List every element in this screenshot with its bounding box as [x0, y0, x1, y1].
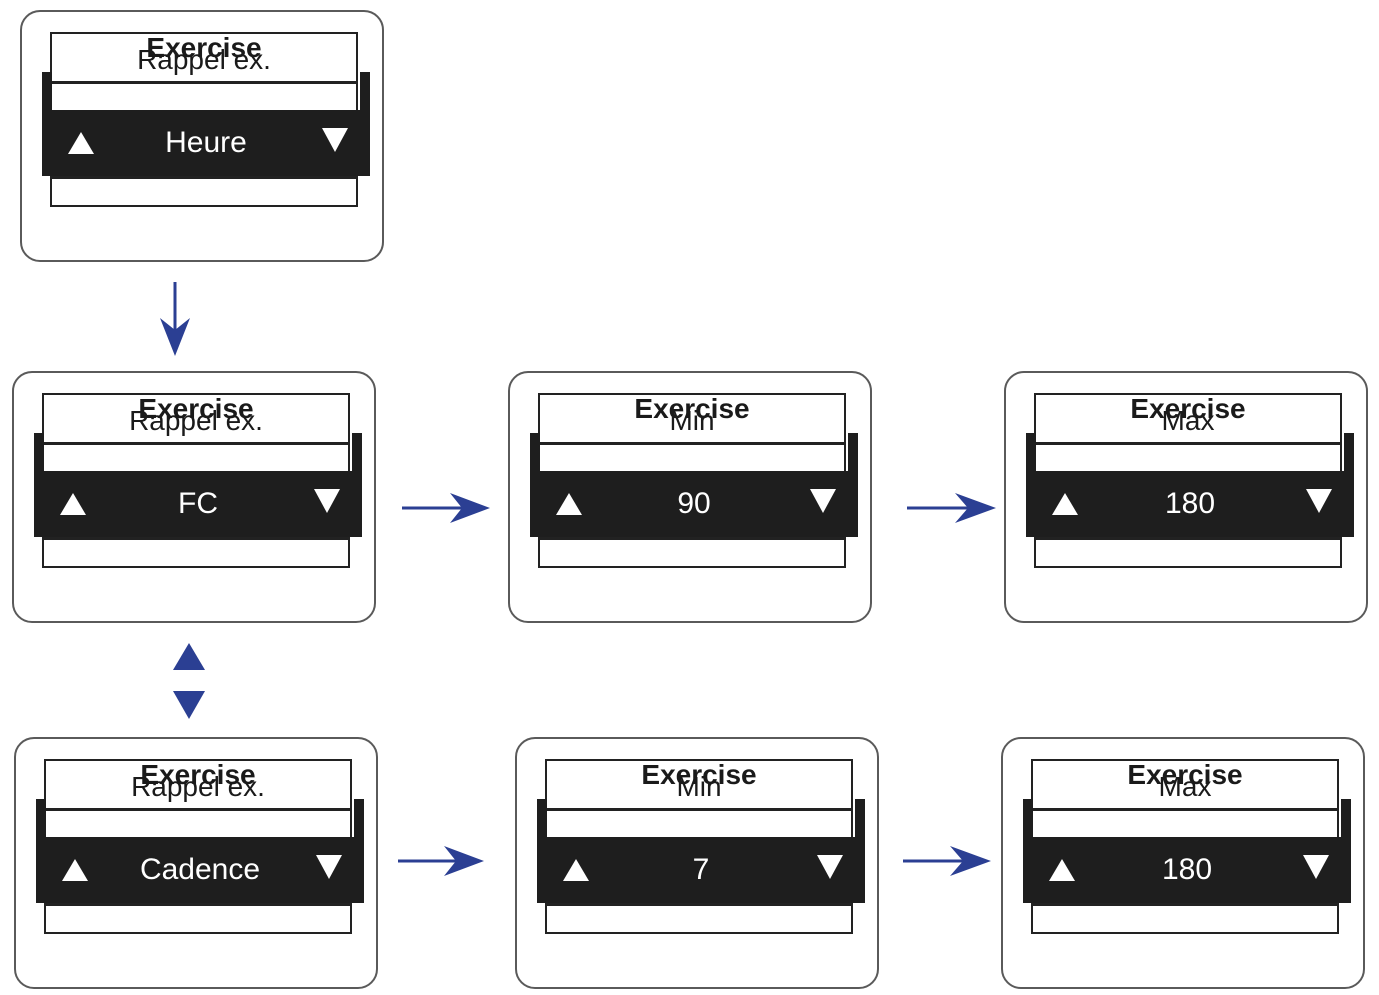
triangle-up-icon[interactable]: [62, 859, 88, 881]
lcd-screen: Exercise Rappel ex. Cadence: [36, 759, 364, 934]
panel-subtitle: Rappel ex.: [131, 771, 265, 802]
value-bar: Cadence: [36, 799, 364, 903]
up-down-toggle-icon: [173, 643, 205, 719]
value-bar: FC: [34, 433, 362, 537]
panel-subtitle: Rappel ex.: [129, 405, 263, 436]
panel-title: Exercise: [1127, 759, 1243, 790]
triangle-down-icon[interactable]: [817, 855, 843, 879]
panel-value: FC: [178, 487, 218, 520]
panel-title: Exercise: [146, 32, 262, 63]
triangle-down-icon[interactable]: [810, 489, 836, 513]
panel-subtitle: Rappel ex.: [137, 44, 271, 75]
panel-title: Exercise: [138, 393, 254, 424]
panel-value: Cadence: [139, 853, 261, 886]
triangle-down-icon[interactable]: [1303, 855, 1329, 879]
lcd-screen: Exercise Rappel ex. FC: [34, 393, 362, 568]
title-box: Exercise Max: [1033, 761, 1337, 811]
screen-panel-cadence-max: Exercise Max 180: [1001, 737, 1365, 989]
arrow-right-icon: [402, 493, 490, 523]
triangle-down-icon[interactable]: [322, 128, 348, 152]
arrow-right-icon: [398, 846, 484, 876]
triangle-up-icon[interactable]: [60, 493, 86, 515]
value-bar: 7: [537, 799, 865, 903]
screen-panel-fc: Exercise Rappel ex. FC: [12, 371, 376, 623]
lcd-screen: Exercise Max 180: [1026, 393, 1354, 568]
panel-subtitle: Max: [1158, 771, 1212, 802]
panel-value: Heure: [165, 126, 247, 159]
panel-value: 90: [677, 487, 711, 520]
panel-value: 7: [692, 853, 710, 886]
panel-subtitle: Min: [669, 405, 715, 436]
screen-panel-fc-min: Exercise Min 90: [508, 371, 872, 623]
title-box: Exercise Rappel ex.: [44, 395, 348, 445]
panel-title: Exercise: [641, 759, 757, 790]
title-box: Exercise Max: [1036, 395, 1340, 445]
panel-value: 180: [1161, 853, 1213, 886]
screen-panel-fc-max: Exercise Max 180: [1004, 371, 1368, 623]
triangle-up-icon[interactable]: [1049, 859, 1075, 881]
panel-subtitle: Min: [676, 771, 722, 802]
title-box: Exercise Min: [547, 761, 851, 811]
title-box: Exercise Rappel ex.: [46, 761, 350, 811]
value-bar: 180: [1023, 799, 1351, 903]
value-bar: 90: [530, 433, 858, 537]
panel-title: Exercise: [634, 393, 750, 424]
arrow-down-icon: [160, 282, 190, 356]
panel-subtitle: Max: [1161, 405, 1215, 436]
value-bar: Heure: [42, 72, 370, 176]
lcd-screen: Exercise Min 7: [537, 759, 865, 934]
arrow-right-icon: [903, 846, 991, 876]
panel-value: 180: [1164, 487, 1216, 520]
screen-panel-cadence-min: Exercise Min 7: [515, 737, 879, 989]
lcd-screen: Exercise Min 90: [530, 393, 858, 568]
triangle-down-icon[interactable]: [1306, 489, 1332, 513]
lcd-screen: Exercise Rappel ex. Heure: [42, 32, 370, 207]
arrow-right-icon: [907, 493, 996, 523]
title-box: Exercise Rappel ex.: [52, 34, 356, 84]
triangle-down-icon[interactable]: [316, 855, 342, 879]
triangle-down-icon[interactable]: [314, 489, 340, 513]
title-box: Exercise Min: [540, 395, 844, 445]
panel-title: Exercise: [1130, 393, 1246, 424]
lcd-screen: Exercise Max 180: [1023, 759, 1351, 934]
triangle-up-icon[interactable]: [556, 493, 582, 515]
panel-title: Exercise: [140, 759, 256, 790]
triangle-up-icon[interactable]: [1052, 493, 1078, 515]
triangle-up-icon[interactable]: [68, 132, 94, 154]
screen-panel-cadence: Exercise Rappel ex. Cadence: [14, 737, 378, 989]
screen-panel-heure: Exercise Rappel ex. Heure: [20, 10, 384, 262]
triangle-up-icon[interactable]: [563, 859, 589, 881]
value-bar: 180: [1026, 433, 1354, 537]
